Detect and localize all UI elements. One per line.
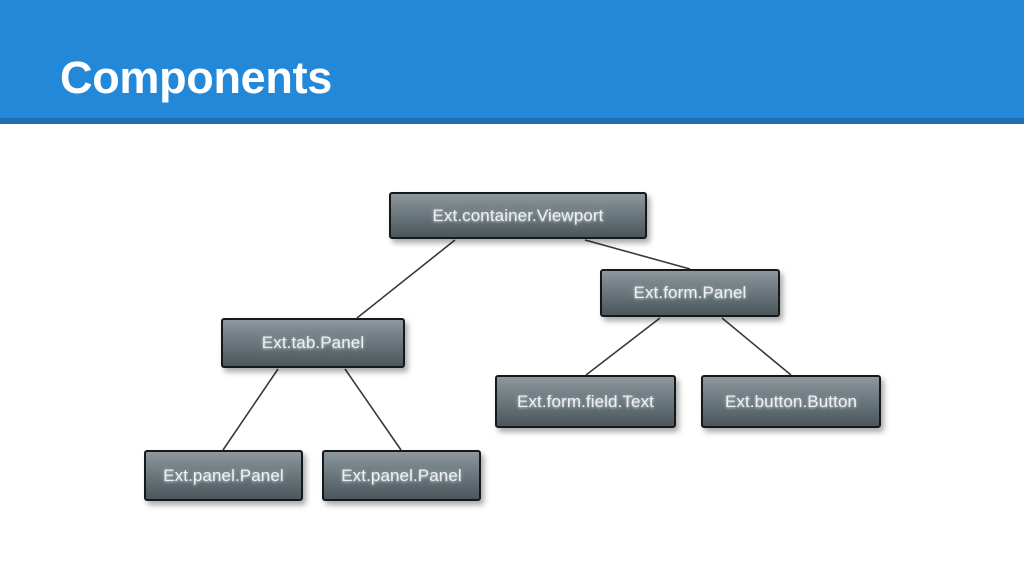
diagram-edge-layer (222, 239, 792, 451)
node-label: Ext.tab.Panel (261, 333, 365, 352)
header-underline-divider (0, 118, 1024, 124)
slide-header: Components (0, 0, 1024, 118)
node-label: Ext.form.field.Text (517, 391, 654, 411)
edge-form-panel-to-field-text (585, 317, 661, 376)
edge-form-panel-to-button (721, 317, 792, 376)
edge-viewport-to-form-panel (584, 239, 691, 270)
node-label: Ext.panel.Panel (341, 465, 462, 485)
node-label: Ext.container.Viewport (432, 205, 604, 225)
edge-tab-panel-to-panel-right (344, 368, 402, 451)
page-title: Components (60, 52, 332, 103)
node-ext-panel-panel-left[interactable]: Ext.panel.Panel (144, 450, 303, 501)
edge-tab-panel-to-panel-left (222, 368, 279, 451)
node-ext-panel-panel-right[interactable]: Ext.panel.Panel (322, 450, 481, 501)
node-label: Ext.panel.Panel (163, 465, 284, 485)
node-ext-button-button[interactable]: Ext.button.Button (701, 375, 881, 428)
edge-viewport-to-tab-panel (356, 239, 456, 319)
node-label: Ext.form.Panel (633, 283, 747, 302)
node-label: Ext.button.Button (724, 391, 858, 411)
node-ext-tab-panel[interactable]: Ext.tab.Panel (221, 318, 405, 368)
node-ext-container-viewport[interactable]: Ext.container.Viewport (389, 192, 647, 239)
node-ext-form-panel[interactable]: Ext.form.Panel (600, 269, 780, 317)
node-ext-form-field-text[interactable]: Ext.form.field.Text (495, 375, 676, 428)
component-hierarchy-diagram: Ext.container.Viewport Ext.form.Panel Ex… (0, 124, 1024, 576)
